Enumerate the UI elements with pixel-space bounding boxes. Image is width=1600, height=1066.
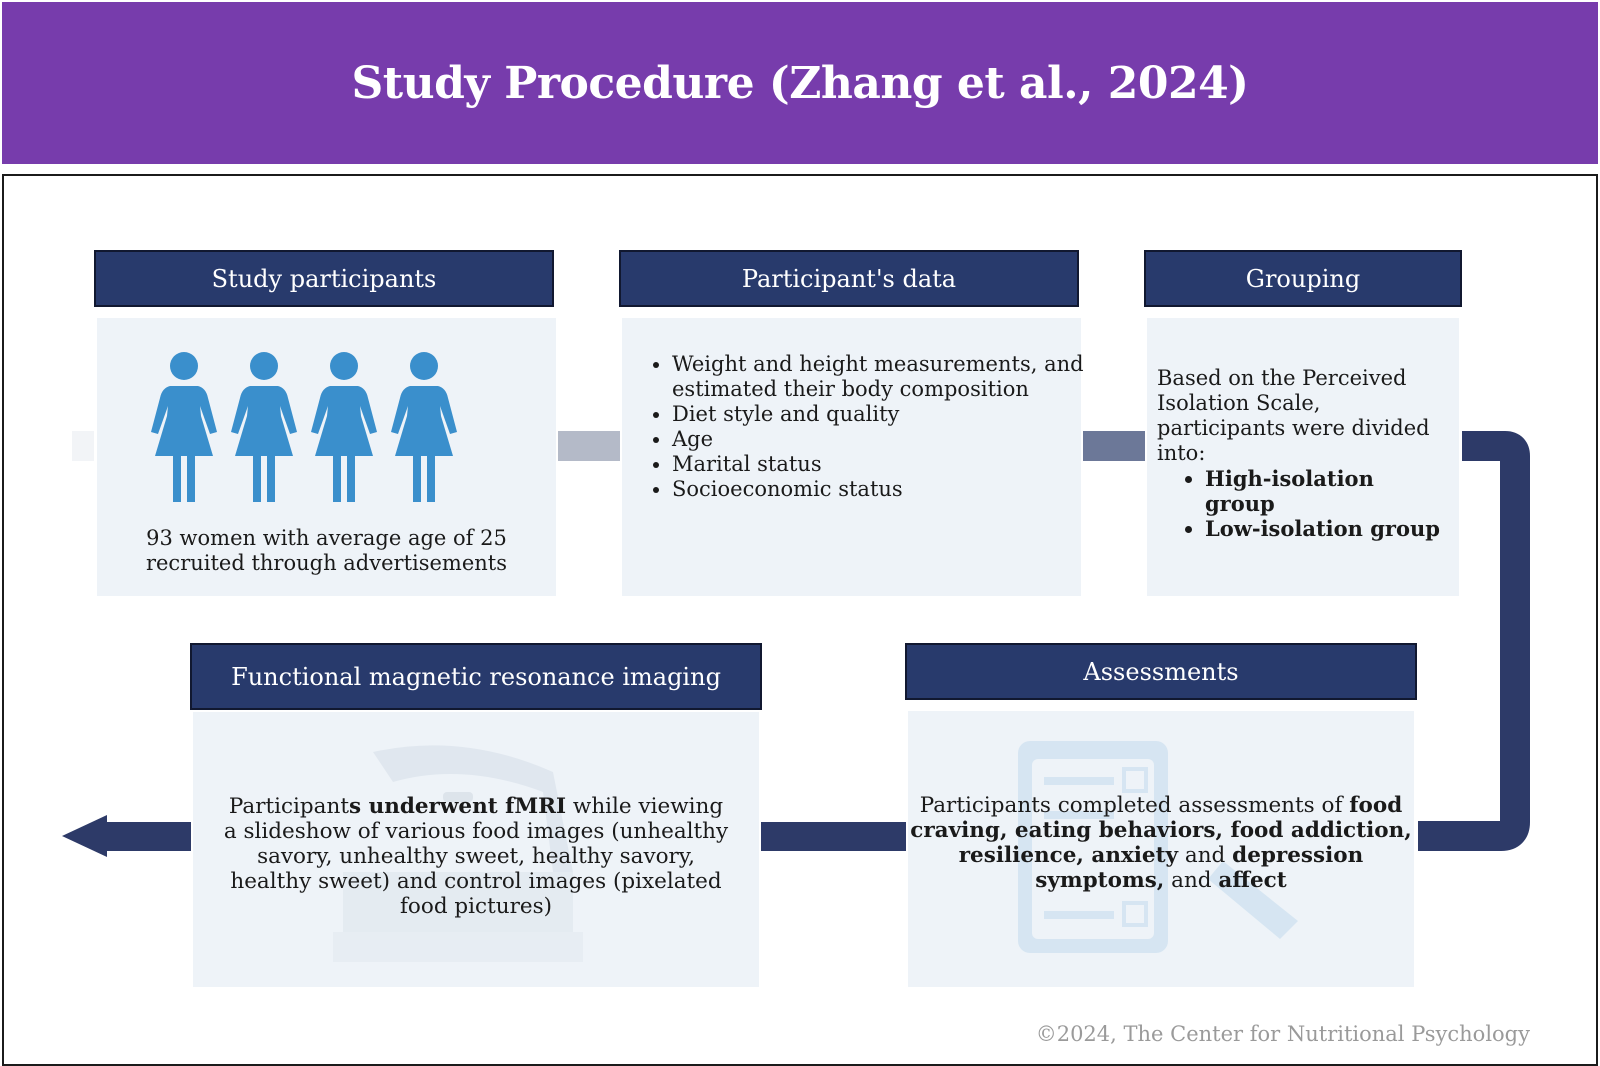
data-list: Weight and height measurements, and esti… [644,352,1092,502]
connector-1-2 [558,431,620,461]
assessments-header-label: Assessments [1083,657,1239,686]
fmri-text-2: while viewing a slideshow of various foo… [223,794,729,919]
assessments-panel: Participants completed assessments of fo… [908,711,1414,987]
data-item: Socioeconomic status [672,477,1092,502]
page-title: Study Procedure (Zhang et al., 2024) [351,57,1250,109]
group-low: Low-isolation group [1205,516,1447,541]
woman-figure-icon [311,352,377,502]
connector-3-4 [1418,431,1530,851]
data-item: Age [672,427,1092,452]
mri-scanner-icon [333,745,583,962]
connector-tail [72,431,94,461]
connector-2-3 [1083,431,1145,461]
fmri-header: Functional magnetic resonance imaging [190,643,762,710]
group-high: High-isolation group [1205,466,1447,516]
fmri-panel: Participants underwent fMRI while viewin… [193,712,759,987]
clipboard-icon [1018,741,1298,953]
grouping-header: Grouping [1144,250,1462,307]
participants-text-line1: 93 women with average age of 25 [146,526,507,550]
woman-figure-icon [231,352,297,502]
final-arrow-shaft [105,822,191,851]
participants-description: 93 women with average age of 25 recruite… [97,526,556,576]
assessments-bold-2: depression symptoms, [1035,843,1364,893]
woman-figure-icon [151,352,217,502]
final-arrow-head [62,815,107,857]
grouping-intro: Based on the Perceived Isolation Scale, … [1157,366,1430,465]
fmri-header-label: Functional magnetic resonance imaging [231,662,721,691]
woman-figure-icon [391,352,457,502]
assessments-description: Participants completed assessments of fo… [908,793,1414,893]
title-banner: Study Procedure (Zhang et al., 2024) [2,2,1598,164]
assessments-header: Assessments [905,643,1417,700]
connector-4-5 [761,822,906,851]
assessments-text-2: and [1178,843,1233,868]
assessments-bold-3: affect [1218,868,1287,893]
grouping-panel: Based on the Perceived Isolation Scale, … [1147,318,1459,596]
participants-panel: 93 women with average age of 25 recruite… [97,318,556,596]
data-panel: Weight and height measurements, and esti… [622,318,1084,596]
grouping-list: High-isolation group Low-isolation group [1157,466,1447,541]
assessments-text-3: and [1164,868,1219,893]
data-header-label: Participant's data [741,264,957,293]
participants-text-line2: recruited through advertisements [145,551,508,575]
participants-header: Study participants [94,250,554,307]
assessments-text-1: Participants completed assessments of [919,793,1350,818]
assessments-bold-1: food craving, eating behaviors, food add… [910,793,1412,868]
data-item: Diet style and quality [672,402,1092,427]
participants-header-label: Study participants [211,264,437,293]
copyright-footer: ©2024, The Center for Nutritional Psycho… [1035,1022,1530,1046]
fmri-bold-1: s underwent fMRI [348,794,567,819]
fmri-description: Participants underwent fMRI while viewin… [193,794,759,919]
grouping-header-label: Grouping [1245,264,1361,293]
data-header: Participant's data [619,250,1079,307]
data-item: Marital status [672,452,1092,477]
fmri-text-1: Participant [228,794,349,819]
data-item: Weight and height measurements, and esti… [672,352,1092,402]
grouping-description: Based on the Perceived Isolation Scale, … [1157,366,1447,541]
